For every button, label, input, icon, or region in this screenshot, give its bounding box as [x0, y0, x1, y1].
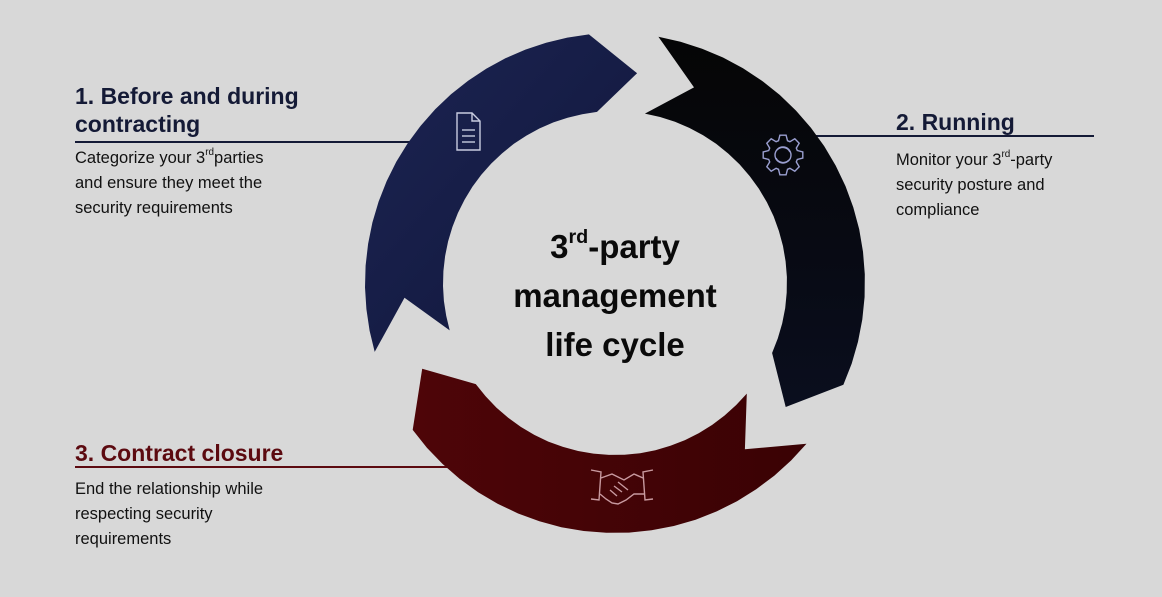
phase-2-description: Monitor your 3rd-party security posture … — [896, 149, 1053, 219]
phase-contract-closure: 3. Contract closure End the relationship… — [75, 439, 375, 552]
phase-running: 2. Running Monitor your 3rd-party securi… — [896, 108, 1126, 223]
phase-3-heading: 3. Contract closure — [75, 440, 284, 466]
gear-icon — [762, 134, 804, 176]
center-title-line-1: 3rd-party — [550, 226, 680, 265]
phase-2-heading: 2. Running — [896, 109, 1015, 135]
center-title-line-2: management — [513, 277, 717, 314]
phase-before-contracting: 1. Before and during contracting Categor… — [75, 82, 375, 221]
cycle-segment-running — [644, 36, 865, 408]
center-title: 3rd-party management life cycle — [475, 222, 755, 369]
cycle-segment-contract-closure — [412, 368, 807, 533]
document-icon — [456, 112, 481, 151]
phase-3-description: End the relationship while respecting se… — [75, 480, 264, 548]
center-title-line-3: life cycle — [545, 326, 685, 363]
phase-1-heading: 1. Before and during contracting — [75, 83, 299, 137]
phase-1-description: Categorize your 3rdparties and ensure th… — [75, 147, 264, 217]
handshake-icon — [590, 469, 654, 505]
cycle-segment-before-contracting — [365, 34, 638, 352]
